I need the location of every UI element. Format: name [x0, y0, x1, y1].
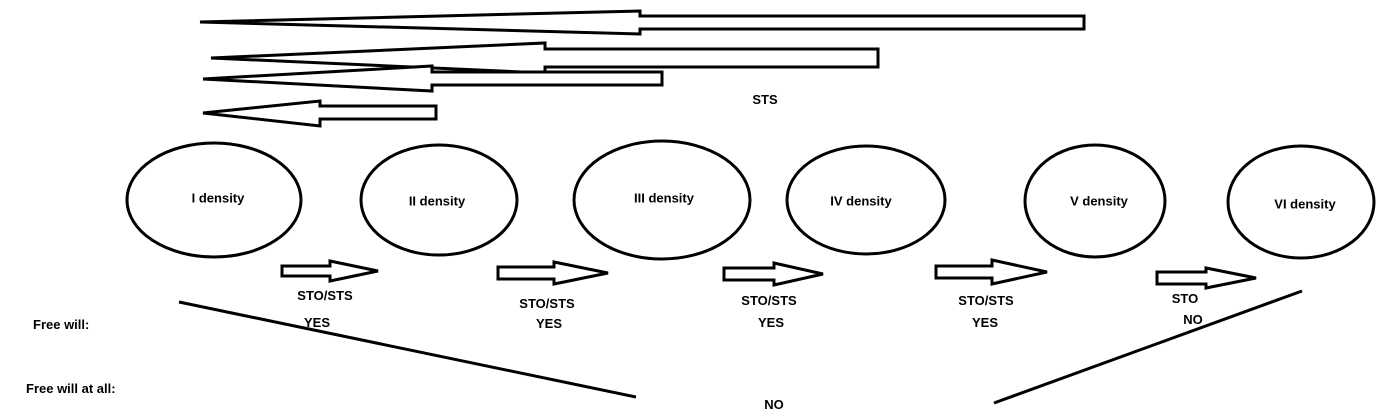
sts-return-arrow-2 — [210, 41, 880, 75]
transition-2-free-will: YES — [535, 316, 563, 331]
density-2-label: II density — [408, 193, 466, 209]
density-3-label: III density — [634, 190, 694, 206]
free-will-boundary-left — [178, 300, 637, 399]
transition-arrow-3 — [722, 261, 824, 287]
density-5-label: V density — [1070, 193, 1128, 209]
transition-4-polarity: STO/STS — [958, 293, 1014, 308]
transition-1-free-will: YES — [303, 315, 331, 330]
sts-label: STS — [752, 92, 778, 107]
transition-arrow-5 — [1155, 266, 1257, 290]
free-will-row-label: Free will: — [33, 317, 90, 332]
density-5-ellipse — [1023, 143, 1167, 259]
sts-return-arrow-3 — [202, 64, 664, 93]
transition-arrow-2 — [496, 260, 609, 286]
transition-arrow-4 — [934, 258, 1048, 286]
density-1-ellipse — [125, 141, 303, 259]
density-3-ellipse — [572, 139, 752, 261]
sts-return-arrow-4 — [202, 99, 438, 128]
free-will-at-all-row-label: Free will at all: — [26, 381, 116, 396]
transition-5-free-will: NO — [1183, 312, 1203, 327]
transition-4-free-will: YES — [971, 315, 999, 330]
density-6-label: VI density — [1274, 196, 1336, 212]
density-1-label: I density — [191, 190, 245, 206]
free-will-at-all-value: NO — [764, 397, 784, 412]
density-2-ellipse — [359, 143, 519, 257]
density-4-label: IV density — [830, 193, 892, 209]
transition-2-polarity: STO/STS — [519, 296, 575, 311]
density-6-ellipse — [1226, 144, 1376, 260]
transition-arrow-1 — [280, 259, 379, 283]
transition-1-polarity: STO/STS — [297, 288, 353, 303]
transition-5-polarity: STO — [1171, 291, 1199, 306]
density-4-ellipse — [785, 144, 947, 256]
transition-3-free-will: YES — [757, 315, 785, 330]
sts-return-arrow-1 — [199, 9, 1086, 36]
transition-3-polarity: STO/STS — [741, 293, 797, 308]
free-will-boundary-right — [993, 289, 1303, 405]
